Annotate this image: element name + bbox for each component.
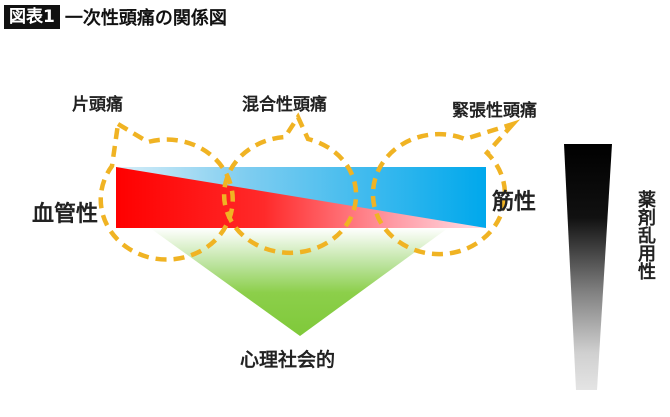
- drug-overuse-gradient-bar: [564, 144, 612, 390]
- psychosocial-label: 心理社会的: [240, 349, 336, 371]
- vascular-label: 血管性: [32, 202, 99, 227]
- tension-headache-label: 緊張性頭痛: [452, 101, 537, 121]
- psychosocial-triangle: [150, 228, 448, 336]
- tension-headache-bubble-outline: [370, 119, 521, 257]
- mixed-headache-label: 混合性頭痛: [242, 95, 327, 115]
- migraine-label: 片頭痛: [72, 95, 123, 115]
- drug-overuse-label: 薬剤乱用性: [635, 190, 656, 280]
- muscular-label: 筋性: [492, 190, 537, 215]
- mixed-headache-bubble-outline: [221, 112, 359, 256]
- figure-header: 図表1 一次性頭痛の関係図: [4, 4, 227, 30]
- vascular-wedge: [116, 167, 486, 228]
- figure-title: 一次性頭痛の関係図: [64, 8, 227, 29]
- figure-number-badge: 図表1: [4, 5, 60, 29]
